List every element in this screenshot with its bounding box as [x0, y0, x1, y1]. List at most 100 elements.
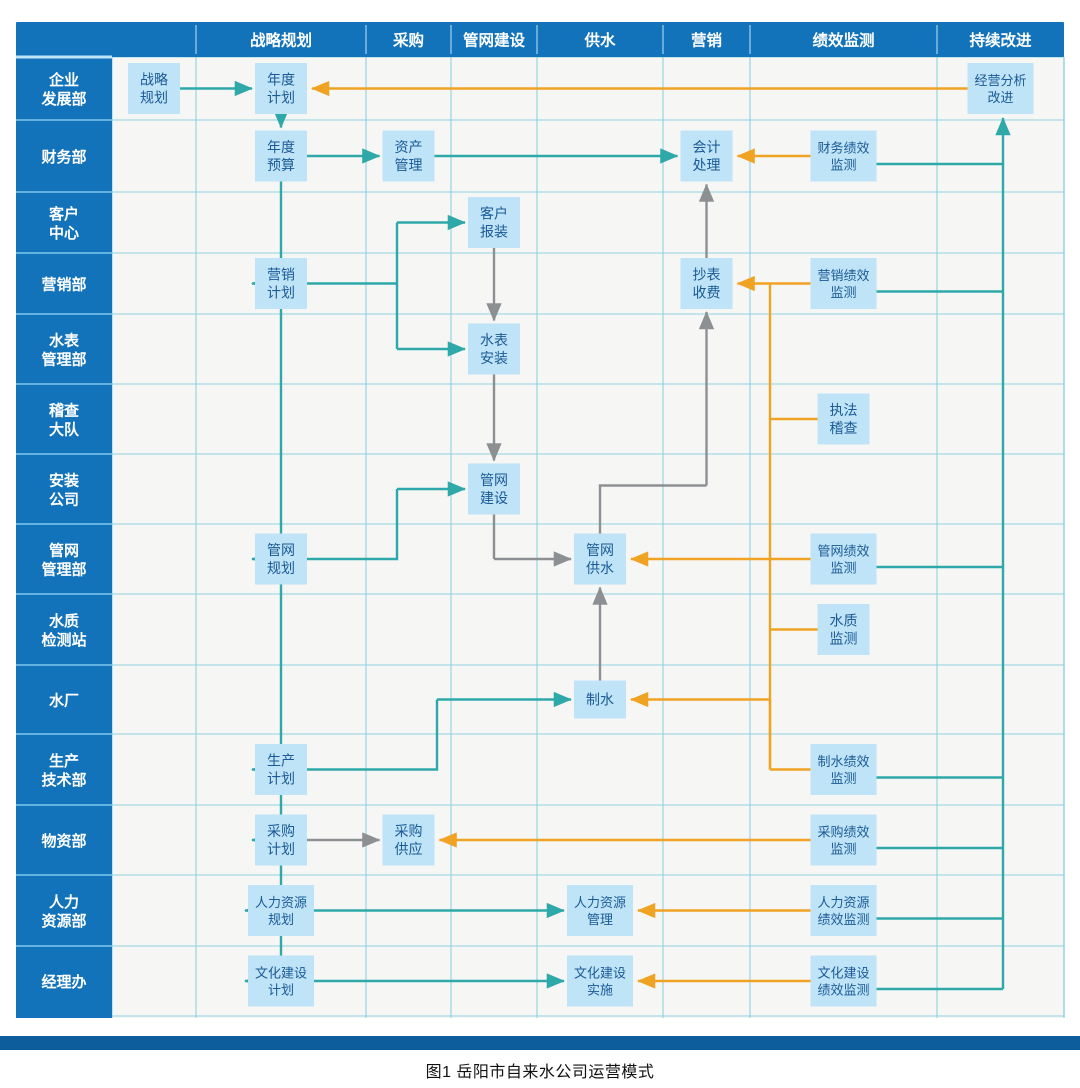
department-label-r3: 中心	[49, 224, 79, 242]
process-node-label: 生产	[267, 753, 295, 769]
flow-connector	[307, 699, 439, 771]
process-node-label: 收费	[693, 285, 721, 301]
department-label-r7: 安装	[49, 472, 80, 490]
grid-lines	[111, 56, 1065, 1018]
column-header-strategy: 战略规划	[250, 31, 312, 50]
column-header-market: 营销	[691, 31, 723, 50]
process-node-label: 计划	[267, 771, 295, 787]
process-node-label: 报装	[480, 224, 508, 240]
process-node-label: 人力资源	[817, 895, 869, 910]
department-label-r5: 水表	[49, 332, 80, 350]
process-node-label: 文化建设	[574, 965, 626, 980]
process-node-label: 绩效监测	[817, 982, 869, 997]
department-label-r5: 管理部	[41, 351, 86, 369]
department-label-r9: 水质	[49, 612, 79, 630]
column-header-perf: 绩效监测	[812, 31, 874, 50]
process-node-label: 规划	[268, 912, 294, 927]
process-node-label: 供水	[586, 560, 614, 576]
figure-caption: 图1 岳阳市自来水公司运营模式	[425, 1064, 655, 1081]
process-node-label: 安装	[480, 350, 508, 366]
process-node-label: 管理	[587, 912, 613, 927]
diagram-canvas: 战略规划年度计划经营分析改进年度预算资产管理会计处理财务绩效监测客户报装营销计划…	[0, 22, 1080, 1050]
department-label-r11: 生产	[49, 752, 79, 770]
process-node-label: 制水绩效	[817, 754, 869, 769]
process-node-label: 财务绩效	[817, 140, 869, 155]
process-node-label: 人力资源	[574, 895, 626, 910]
process-node-label: 改进	[987, 90, 1013, 105]
process-node-label: 实施	[587, 982, 613, 997]
department-label-r6: 大队	[49, 421, 80, 439]
process-node-label: 营销绩效	[817, 268, 869, 283]
flow-arrows	[180, 80, 1011, 991]
department-label-r3: 客户	[48, 205, 79, 223]
flow-connector	[598, 484, 707, 534]
department-label-r6: 稽查	[49, 402, 80, 420]
process-node-label: 管理	[395, 157, 423, 173]
department-label-r14: 经理办	[41, 973, 86, 991]
process-node-label: 水表	[480, 332, 508, 348]
process-node-label: 计划	[267, 285, 295, 301]
bottom-accent-bar	[0, 1036, 1080, 1050]
department-label-r10: 水厂	[49, 692, 79, 710]
process-node-label: 采购	[395, 823, 423, 839]
process-node-label: 计划	[267, 841, 295, 857]
process-node-label: 监测	[830, 771, 856, 786]
process-node-label: 文化建设	[817, 965, 869, 980]
department-label-r8: 管网	[49, 542, 79, 560]
process-node-label: 稽查	[830, 420, 858, 436]
process-node-label: 绩效监测	[817, 912, 869, 927]
process-node-label: 计划	[267, 90, 295, 106]
process-node-n_pipe_build[interactable]: 管网建设	[468, 463, 520, 515]
process-node-label: 水质	[830, 613, 858, 629]
process-node-label: 预算	[267, 157, 295, 173]
process-node-label: 管网	[586, 542, 614, 558]
process-node-n_water_prod[interactable]: 制水	[574, 680, 626, 719]
process-node-label: 监测	[830, 157, 856, 172]
process-node-label: 会计	[693, 139, 721, 155]
column-header-bar: 战略规划采购管网建设供水营销绩效监测持续改进	[16, 22, 1064, 57]
department-label-r11: 技术部	[41, 771, 86, 789]
department-label-r8: 管理部	[41, 561, 86, 579]
process-node-label: 计划	[268, 982, 294, 997]
process-nodes: 战略规划年度计划经营分析改进年度预算资产管理会计处理财务绩效监测客户报装营销计划…	[128, 63, 1034, 1007]
process-node-n_strategy_plan[interactable]: 战略规划	[128, 63, 180, 114]
department-label-r7: 公司	[49, 492, 79, 509]
process-node-label: 人力资源	[255, 895, 307, 910]
process-node-label: 执法	[830, 402, 858, 418]
column-header-supply: 供水	[583, 31, 616, 50]
process-node-label: 供应	[395, 841, 423, 857]
process-node-label: 建设	[480, 490, 508, 506]
process-node-label: 制水	[586, 692, 614, 708]
department-label-r13: 资源部	[41, 912, 86, 930]
process-node-label: 年度	[267, 72, 295, 88]
process-matrix-diagram: 战略规划年度计划经营分析改进年度预算资产管理会计处理财务绩效监测客户报装营销计划…	[0, 22, 1080, 1050]
